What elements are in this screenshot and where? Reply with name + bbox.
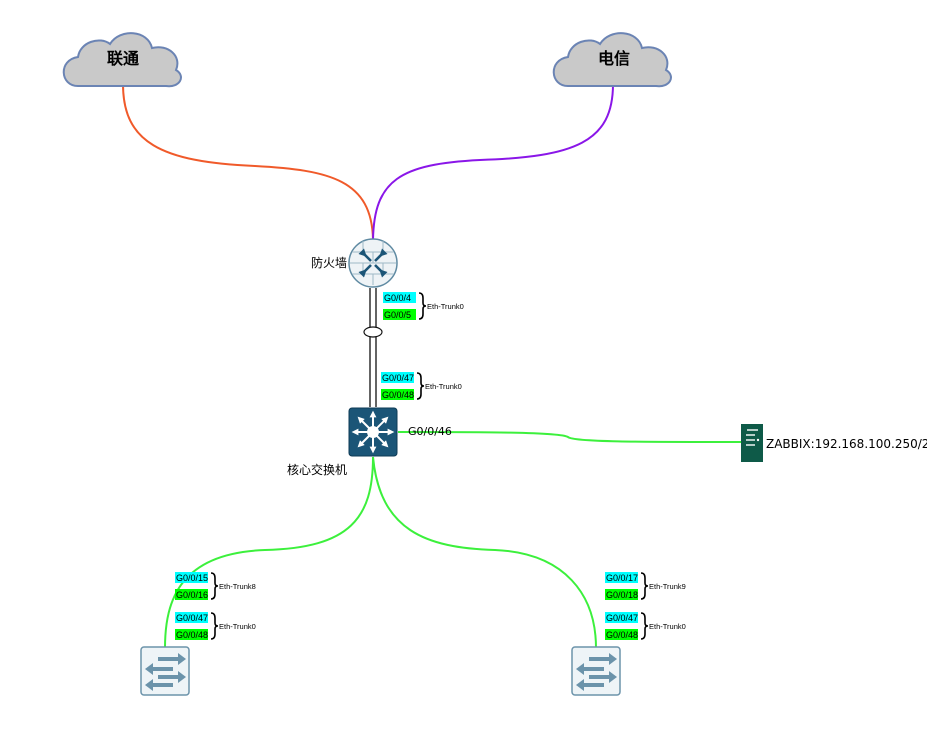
port-groups: G0/0/4G0/0/5Eth-Trunk0G0/0/47G0/0/48Eth-… (175, 292, 686, 640)
core-zabbix-port-label: G0/0/46 (408, 425, 452, 438)
server-icon (741, 424, 763, 462)
firewall-node[interactable]: 防火墙 (311, 238, 398, 288)
port-label: G0/0/47 (606, 613, 638, 623)
port-highlight (381, 389, 414, 400)
cloud-label: 电信 (598, 49, 630, 68)
core-switch-node[interactable]: 核心交换机 (287, 407, 398, 477)
link-telecom-firewall (372, 83, 614, 241)
trunk-label: Eth-Trunk0 (425, 382, 462, 391)
port-highlight (383, 309, 416, 320)
access-switch-arrows (145, 653, 186, 691)
port-highlight (605, 572, 638, 583)
cloud-icon (552, 32, 672, 88)
server-slots (746, 429, 758, 446)
port-label: G0/0/47 (176, 613, 208, 623)
trunk-bundle-marker (363, 326, 383, 338)
port-highlight (383, 292, 416, 303)
trunk-brace (640, 612, 649, 640)
access-switch-arrows (576, 653, 617, 691)
port-label: G0/0/48 (606, 630, 638, 640)
link-core-left-access (164, 456, 374, 649)
port-label: G0/0/48 (176, 630, 208, 640)
firewall-arrows (358, 248, 388, 278)
link-unicom-firewall (122, 83, 374, 241)
port-group-fw-side: G0/0/4G0/0/5 Eth-Trunk0 (383, 292, 464, 320)
access-switch-left[interactable] (140, 646, 190, 696)
trunk-brace (640, 572, 649, 600)
port-label: G0/0/18 (606, 590, 638, 600)
trunk-brace (416, 372, 425, 400)
core-switch-hub (367, 426, 379, 438)
trunk-brace (418, 292, 427, 320)
trunk-label: Eth-Trunk8 (219, 582, 256, 591)
port-highlight (605, 589, 638, 600)
trunk-brace (210, 572, 219, 600)
trunk-label: Eth-Trunk0 (649, 622, 686, 631)
port-highlight (175, 572, 208, 583)
port-highlight (175, 589, 208, 600)
port-label: G0/0/48 (382, 390, 414, 400)
trunk-label: Eth-Trunk0 (219, 622, 256, 631)
port-label: G0/0/5 (384, 310, 411, 320)
port-label: G0/0/17 (606, 573, 638, 583)
cloud-label: 联通 (107, 49, 139, 68)
trunk-brace (210, 612, 219, 640)
port-highlight (605, 612, 638, 623)
port-highlight (605, 629, 638, 640)
trunk-label: Eth-Trunk9 (649, 582, 686, 591)
core-switch-label: 核心交换机 (287, 462, 347, 477)
zabbix-server-node[interactable]: ZABBIX:192.168.100.250/24 (741, 424, 927, 462)
link-core-zabbix (397, 431, 742, 443)
link-core-right-access (372, 456, 597, 649)
port-highlight (175, 629, 208, 640)
cloud-icon (62, 32, 182, 88)
port-highlight (175, 612, 208, 623)
zabbix-label: ZABBIX:192.168.100.250/24 (766, 437, 927, 451)
trunk-label: Eth-Trunk0 (427, 302, 464, 311)
port-label: G0/0/15 (176, 573, 208, 583)
access-switch-right[interactable] (571, 646, 621, 696)
port-label: G0/0/47 (382, 373, 414, 383)
port-label: G0/0/16 (176, 590, 208, 600)
firewall-label: 防火墙 (311, 255, 347, 270)
server-led (756, 438, 760, 442)
port-label: G0/0/4 (384, 293, 411, 303)
port-highlight (381, 372, 414, 383)
cloud-telecom[interactable]: 电信 (552, 32, 672, 88)
cloud-unicom[interactable]: 联通 (62, 32, 182, 88)
